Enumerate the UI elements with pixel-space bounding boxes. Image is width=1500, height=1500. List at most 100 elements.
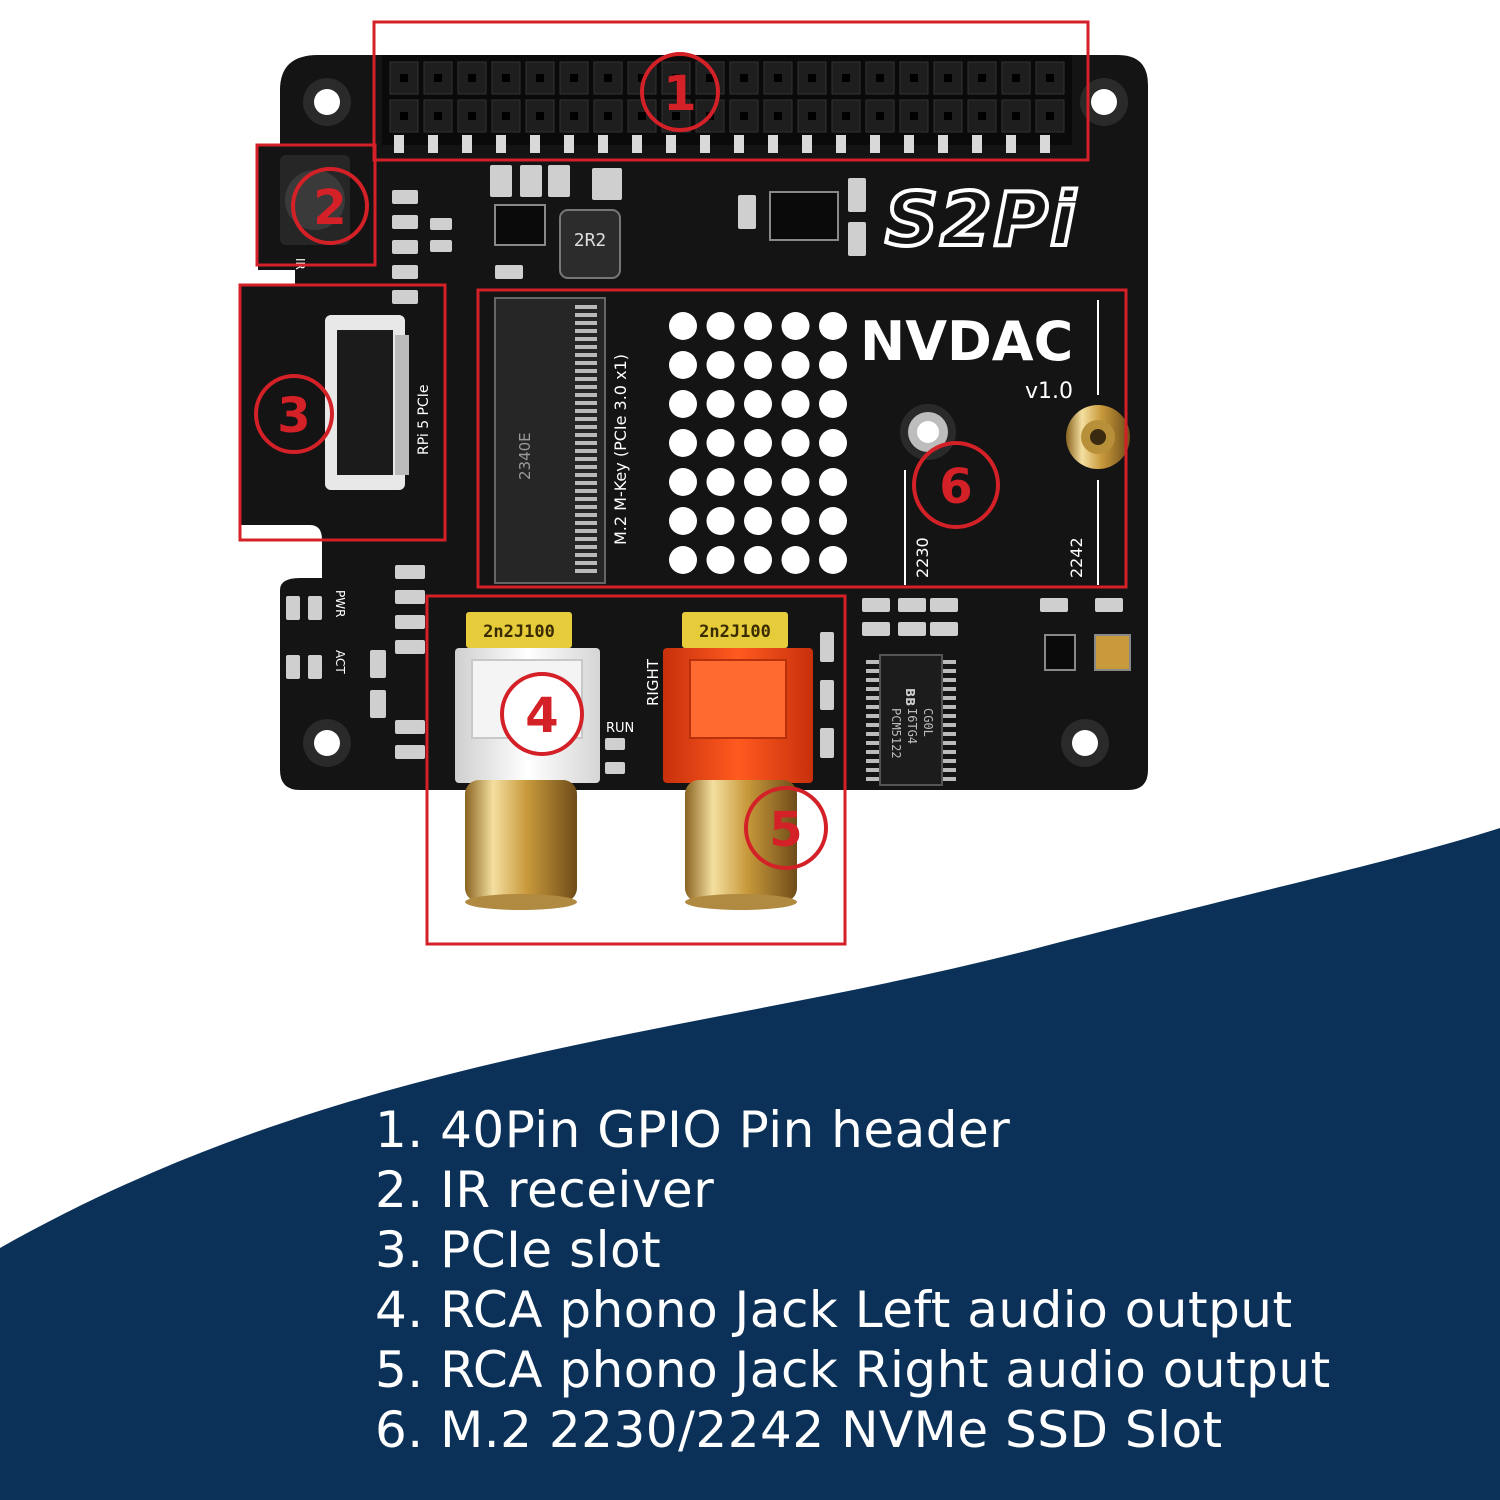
chip-pin [866, 759, 882, 763]
m2-contact [575, 313, 597, 317]
vent-hole [744, 546, 772, 574]
chip-pin [940, 705, 956, 709]
vent-hole [781, 468, 810, 496]
capacitor-right-label: 2n2J100 [699, 622, 771, 642]
chip-code-line-2: CG0L [921, 708, 935, 737]
m2-contact [575, 345, 597, 349]
m2-contact [575, 409, 597, 413]
gpio-socket [1035, 61, 1065, 95]
chip-brand: BB [903, 688, 917, 706]
gpio-pin-leg [938, 135, 948, 153]
callout-box-45 [425, 594, 847, 946]
size-2242-label: 2242 [1067, 537, 1086, 578]
gpio-pin-leg [496, 135, 506, 153]
chip-pin [866, 705, 882, 709]
inductor: 2R2 [559, 209, 621, 279]
callout-box-1 [372, 20, 1090, 162]
m2-contact [575, 393, 597, 397]
vent-hole [744, 351, 772, 379]
m2-contact [575, 521, 597, 525]
vent-hole [706, 546, 735, 574]
product-version: v1.0 [1025, 379, 1073, 404]
callout-number-5: 5 [769, 802, 802, 858]
gpio-pin-leg [598, 135, 608, 153]
vent-hole [706, 507, 735, 535]
gpio-header [382, 55, 1072, 153]
m2-contact [575, 561, 597, 565]
gpio-pin-leg [768, 135, 778, 153]
capacitor-left: 2n2J100 [466, 612, 572, 648]
callout-number-1: 1 [663, 66, 696, 122]
gpio-pin-leg [666, 135, 676, 153]
callout-circle-1 [640, 52, 720, 132]
m2-contact [575, 353, 597, 357]
vent-hole [781, 390, 810, 418]
chip-pin [866, 714, 882, 718]
chip-pin [940, 750, 956, 754]
chip-pin [940, 768, 956, 772]
vent-hole [819, 429, 847, 457]
vent-hole [706, 429, 735, 457]
vent-hole [819, 546, 847, 574]
chip-pin [940, 741, 956, 745]
gpio-pin-leg [904, 135, 914, 153]
gpio-socket [933, 61, 963, 95]
vent-hole [669, 312, 697, 340]
m2-contact [575, 489, 597, 493]
chip-pin [940, 660, 956, 664]
m2-contact [575, 457, 597, 461]
m2-contact [575, 321, 597, 325]
legend-item-1: 1. 40Pin GPIO Pin header [375, 1101, 1011, 1159]
chip-pin [940, 759, 956, 763]
vent-hole [781, 351, 810, 379]
chip-pin [866, 750, 882, 754]
m2-contact [575, 473, 597, 477]
vent-hole [706, 468, 735, 496]
m2-contact [575, 385, 597, 389]
legend-item-2: 2. IR receiver [375, 1161, 715, 1219]
smd-components [286, 165, 1123, 774]
legend-item-6: 6. M.2 2230/2242 NVMe SSD Slot [375, 1401, 1223, 1459]
inductor-value: 2R2 [574, 230, 607, 251]
gpio-pin-leg [802, 135, 812, 153]
callout-circle-6 [912, 441, 1000, 529]
vent-hole [781, 312, 810, 340]
m2-contact [575, 505, 597, 509]
gpio-pin-leg [836, 135, 846, 153]
gpio-pin-leg [870, 135, 880, 153]
m2-contact [575, 329, 597, 333]
legend-item-5: 5. RCA phono Jack Right audio output [375, 1341, 1331, 1399]
gpio-pin-leg [632, 135, 642, 153]
chip-pin [866, 723, 882, 727]
gpio-socket [457, 99, 487, 133]
vent-hole [781, 429, 810, 457]
chip-pin [866, 741, 882, 745]
m2-contact [575, 497, 597, 501]
callout-circle-2 [291, 167, 369, 245]
m2-contact [575, 377, 597, 381]
gpio-pin-leg [700, 135, 710, 153]
chip-pin [866, 678, 882, 682]
callout-circles [254, 52, 1000, 870]
chip-code-line-1: I6TG4 [905, 708, 919, 744]
m2-part-number: 2340E [516, 432, 534, 480]
gpio-pin-leg [1006, 135, 1016, 153]
vent-hole [744, 507, 772, 535]
m2-contact [575, 537, 597, 541]
m2-contact [575, 337, 597, 341]
chip-pin [866, 669, 882, 673]
chip-pin [940, 777, 956, 781]
chip-pin [866, 732, 882, 736]
m2-contact [575, 441, 597, 445]
capacitor-right: 2n2J100 [682, 612, 788, 648]
m2-contact [575, 449, 597, 453]
mounting-holes [303, 78, 1128, 767]
dac-chip: BB PCM5122 I6TG4 CG0L [866, 654, 956, 786]
ssd-standoff-2242: 2242 [1066, 300, 1130, 585]
vent-hole [706, 351, 735, 379]
chip-pin [940, 696, 956, 700]
right-channel-label: RIGHT [644, 658, 662, 706]
nvdac-board: IR RPi 5 PCIe [238, 20, 1148, 946]
